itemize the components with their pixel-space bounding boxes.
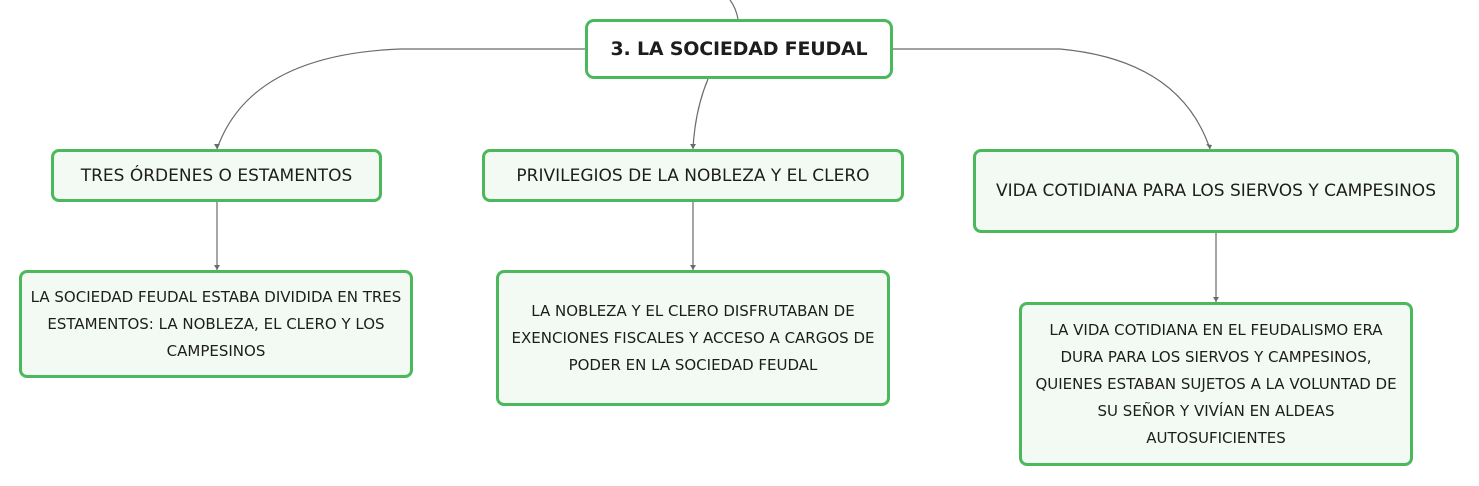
detail-node-text: LA VIDA COTIDIANA EN EL FEUDALISMO ERA D…	[1035, 320, 1397, 447]
detail-node-text: LA NOBLEZA Y EL CLERO DISFRUTABAN DE EXE…	[511, 301, 875, 374]
root-node-label: 3. LA SOCIEDAD FEUDAL	[610, 38, 868, 60]
branch-node-privilegios[interactable]: PRIVILEGIOS DE LA NOBLEZA Y EL CLERO	[482, 149, 904, 202]
branch-node-label: VIDA COTIDIANA PARA LOS SIERVOS Y CAMPES…	[996, 181, 1436, 201]
arrowhead-branch-3	[1206, 144, 1212, 149]
arrowhead-detail-1	[214, 265, 220, 270]
branch-node-label: TRES ÓRDENES O ESTAMENTOS	[80, 165, 353, 186]
connector-root-branch-2	[692, 78, 709, 150]
arrowhead-detail-3	[1213, 297, 1219, 302]
connector-root-branch-1	[216, 48, 585, 150]
branch-node-tres-ordenes[interactable]: TRES ÓRDENES O ESTAMENTOS	[51, 149, 382, 202]
detail-node-vida-cotidiana[interactable]: LA VIDA COTIDIANA EN EL FEUDALISMO ERA D…	[1019, 302, 1413, 466]
connector-root-branch-3	[893, 48, 1211, 150]
arrowhead-branch-2	[690, 144, 696, 149]
arrowhead-branch-1	[214, 144, 220, 149]
connector-parent-root	[729, 0, 739, 20]
detail-node-privilegios[interactable]: LA NOBLEZA Y EL CLERO DISFRUTABAN DE EXE…	[496, 270, 890, 406]
branch-node-label: PRIVILEGIOS DE LA NOBLEZA Y EL CLERO	[516, 165, 870, 186]
root-node[interactable]: 3. LA SOCIEDAD FEUDAL	[585, 19, 893, 79]
detail-node-text: LA SOCIEDAD FEUDAL ESTABA DIVIDIDA EN TR…	[30, 287, 402, 360]
arrowhead-detail-2	[690, 265, 696, 270]
branch-node-vida-cotidiana[interactable]: VIDA COTIDIANA PARA LOS SIERVOS Y CAMPES…	[973, 149, 1459, 233]
detail-node-tres-ordenes[interactable]: LA SOCIEDAD FEUDAL ESTABA DIVIDIDA EN TR…	[19, 270, 413, 378]
